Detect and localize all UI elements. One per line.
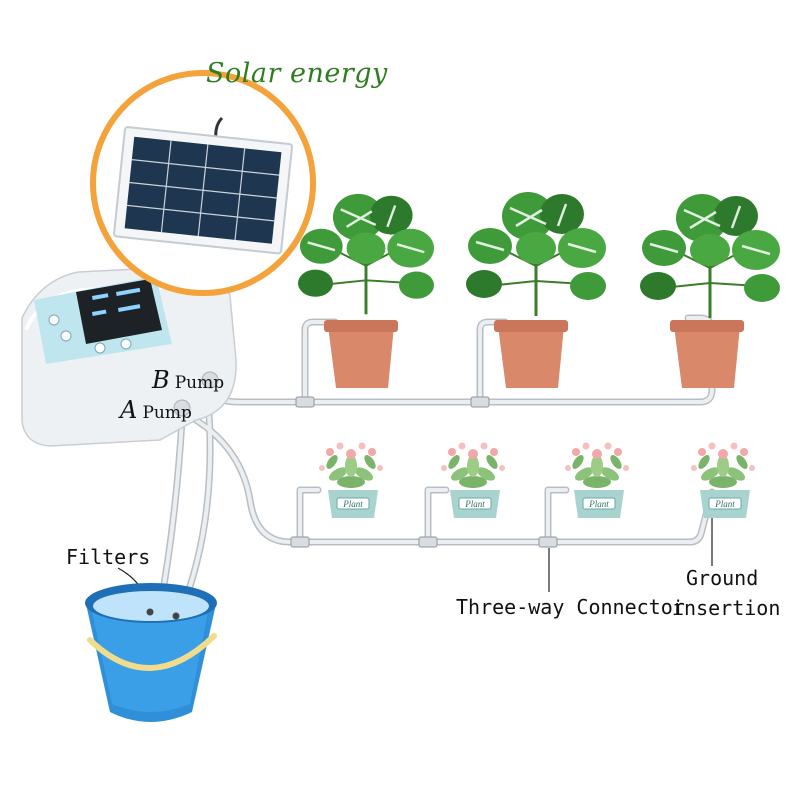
pot-tag-1: Plant [342, 499, 363, 509]
connector-lower-3 [538, 536, 558, 548]
connector-lower-1 [290, 536, 310, 548]
connector-upper-1 [295, 396, 315, 408]
large-plant-1 [298, 192, 434, 388]
a-pump-label: A Pump [120, 398, 192, 422]
pump-outlet-b [201, 371, 219, 389]
panel-button-4 [120, 338, 132, 350]
panel-button-3 [94, 342, 106, 354]
controller-device [21, 265, 237, 447]
a-pump-letter: A [120, 396, 138, 424]
connector-upper-2 [470, 396, 490, 408]
small-plant-4: Plant [691, 442, 755, 518]
filter-left [146, 608, 154, 616]
b-pump-letter: B [152, 366, 170, 394]
small-plant-2: Plant [441, 442, 505, 518]
solar-panel-inset [90, 70, 316, 296]
pump-outlet-a [173, 399, 191, 417]
water-bucket [85, 583, 217, 722]
small-plant-3: Plant [565, 442, 629, 518]
three-way-connector-label: Three-way Connector [456, 595, 685, 619]
filter-right [172, 612, 180, 620]
large-plant-3 [640, 192, 780, 388]
pot-tag-4: Plant [714, 499, 735, 509]
small-plant-1: Plant [319, 442, 383, 518]
b-pump-word: Pump [174, 373, 225, 393]
ground-insertion-label-line2: insertion [672, 596, 781, 620]
control-panel [34, 276, 172, 364]
solar-energy-label: Solar energy [206, 58, 388, 89]
pot-tag-3: Plant [588, 499, 609, 509]
b-pump-label: B Pump [152, 368, 224, 392]
a-pump-word: Pump [142, 403, 192, 423]
tube-network [156, 314, 716, 618]
ground-insertion-label-line1: Ground [686, 566, 759, 590]
filters-label: Filters [66, 545, 151, 569]
three-way-connectors [290, 396, 558, 548]
panel-button-1 [48, 314, 60, 326]
pot-tag-2: Plant [464, 499, 485, 509]
panel-button-2 [60, 330, 72, 342]
large-plant-2 [466, 190, 606, 388]
connector-lower-2 [418, 536, 438, 548]
